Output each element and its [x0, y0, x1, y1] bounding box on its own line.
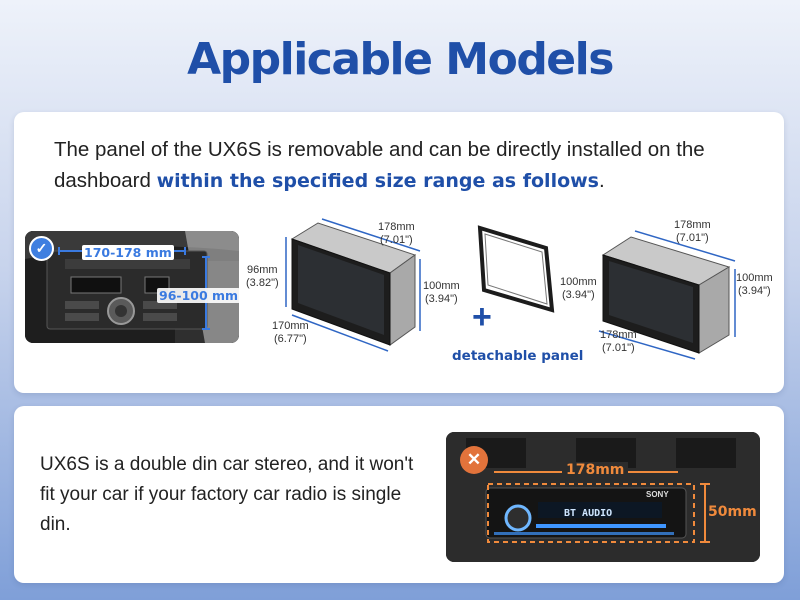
stereo-unit-right-icon — [598, 230, 736, 360]
plus-icon: + — [472, 298, 492, 336]
detachable-panel-label: detachable panel — [452, 348, 584, 364]
radio-width-label: 178mm — [562, 462, 629, 478]
detachable-panel-icon — [477, 225, 555, 313]
single-din-illustration — [446, 432, 760, 562]
left-height-label: 96mm(3.82") — [246, 264, 279, 289]
page-title: Applicable Models — [187, 34, 614, 85]
intro-text-after: . — [599, 169, 605, 192]
dashboard-photo: 170-178 mm 96-100 mm — [25, 231, 239, 343]
left-length-label: 170mm(6.77") — [272, 320, 309, 345]
compatibility-note-card: UX6S is a double din car stereo, and it … — [14, 406, 784, 583]
radio-brand: SONY — [646, 490, 669, 499]
left-width-label: 178mm(7.01") — [378, 221, 415, 246]
checkmark-icon: ✓ — [29, 236, 54, 261]
single-din-note: UX6S is a double din car stereo, and it … — [40, 454, 414, 535]
dash-height-label: 96-100 mm — [157, 288, 239, 303]
right-width-label: 178mm(7.01") — [674, 219, 711, 244]
single-din-radio-photo: BT AUDIO SONY 178mm 50mm — [446, 432, 760, 562]
dash-width-label: 170-178 mm — [82, 245, 174, 260]
right-length-label: 178mm(7.01") — [600, 329, 637, 354]
intro-text-before: The panel of the UX6S is removable and c… — [54, 138, 705, 192]
left-depth-label: 100mm(3.94") — [423, 280, 460, 305]
right-height-left-label: 100mm(3.94") — [560, 276, 597, 301]
radio-display-text: BT AUDIO — [564, 508, 613, 519]
stereo-unit-left-icon — [285, 218, 421, 352]
intro-text: The panel of the UX6S is removable and c… — [54, 134, 754, 197]
intro-highlight: within the specified size range as follo… — [156, 170, 599, 192]
radio-height-label: 50mm — [708, 504, 757, 520]
x-mark-icon: ✕ — [460, 446, 488, 474]
right-height-right-label: 100mm(3.94") — [736, 272, 773, 297]
